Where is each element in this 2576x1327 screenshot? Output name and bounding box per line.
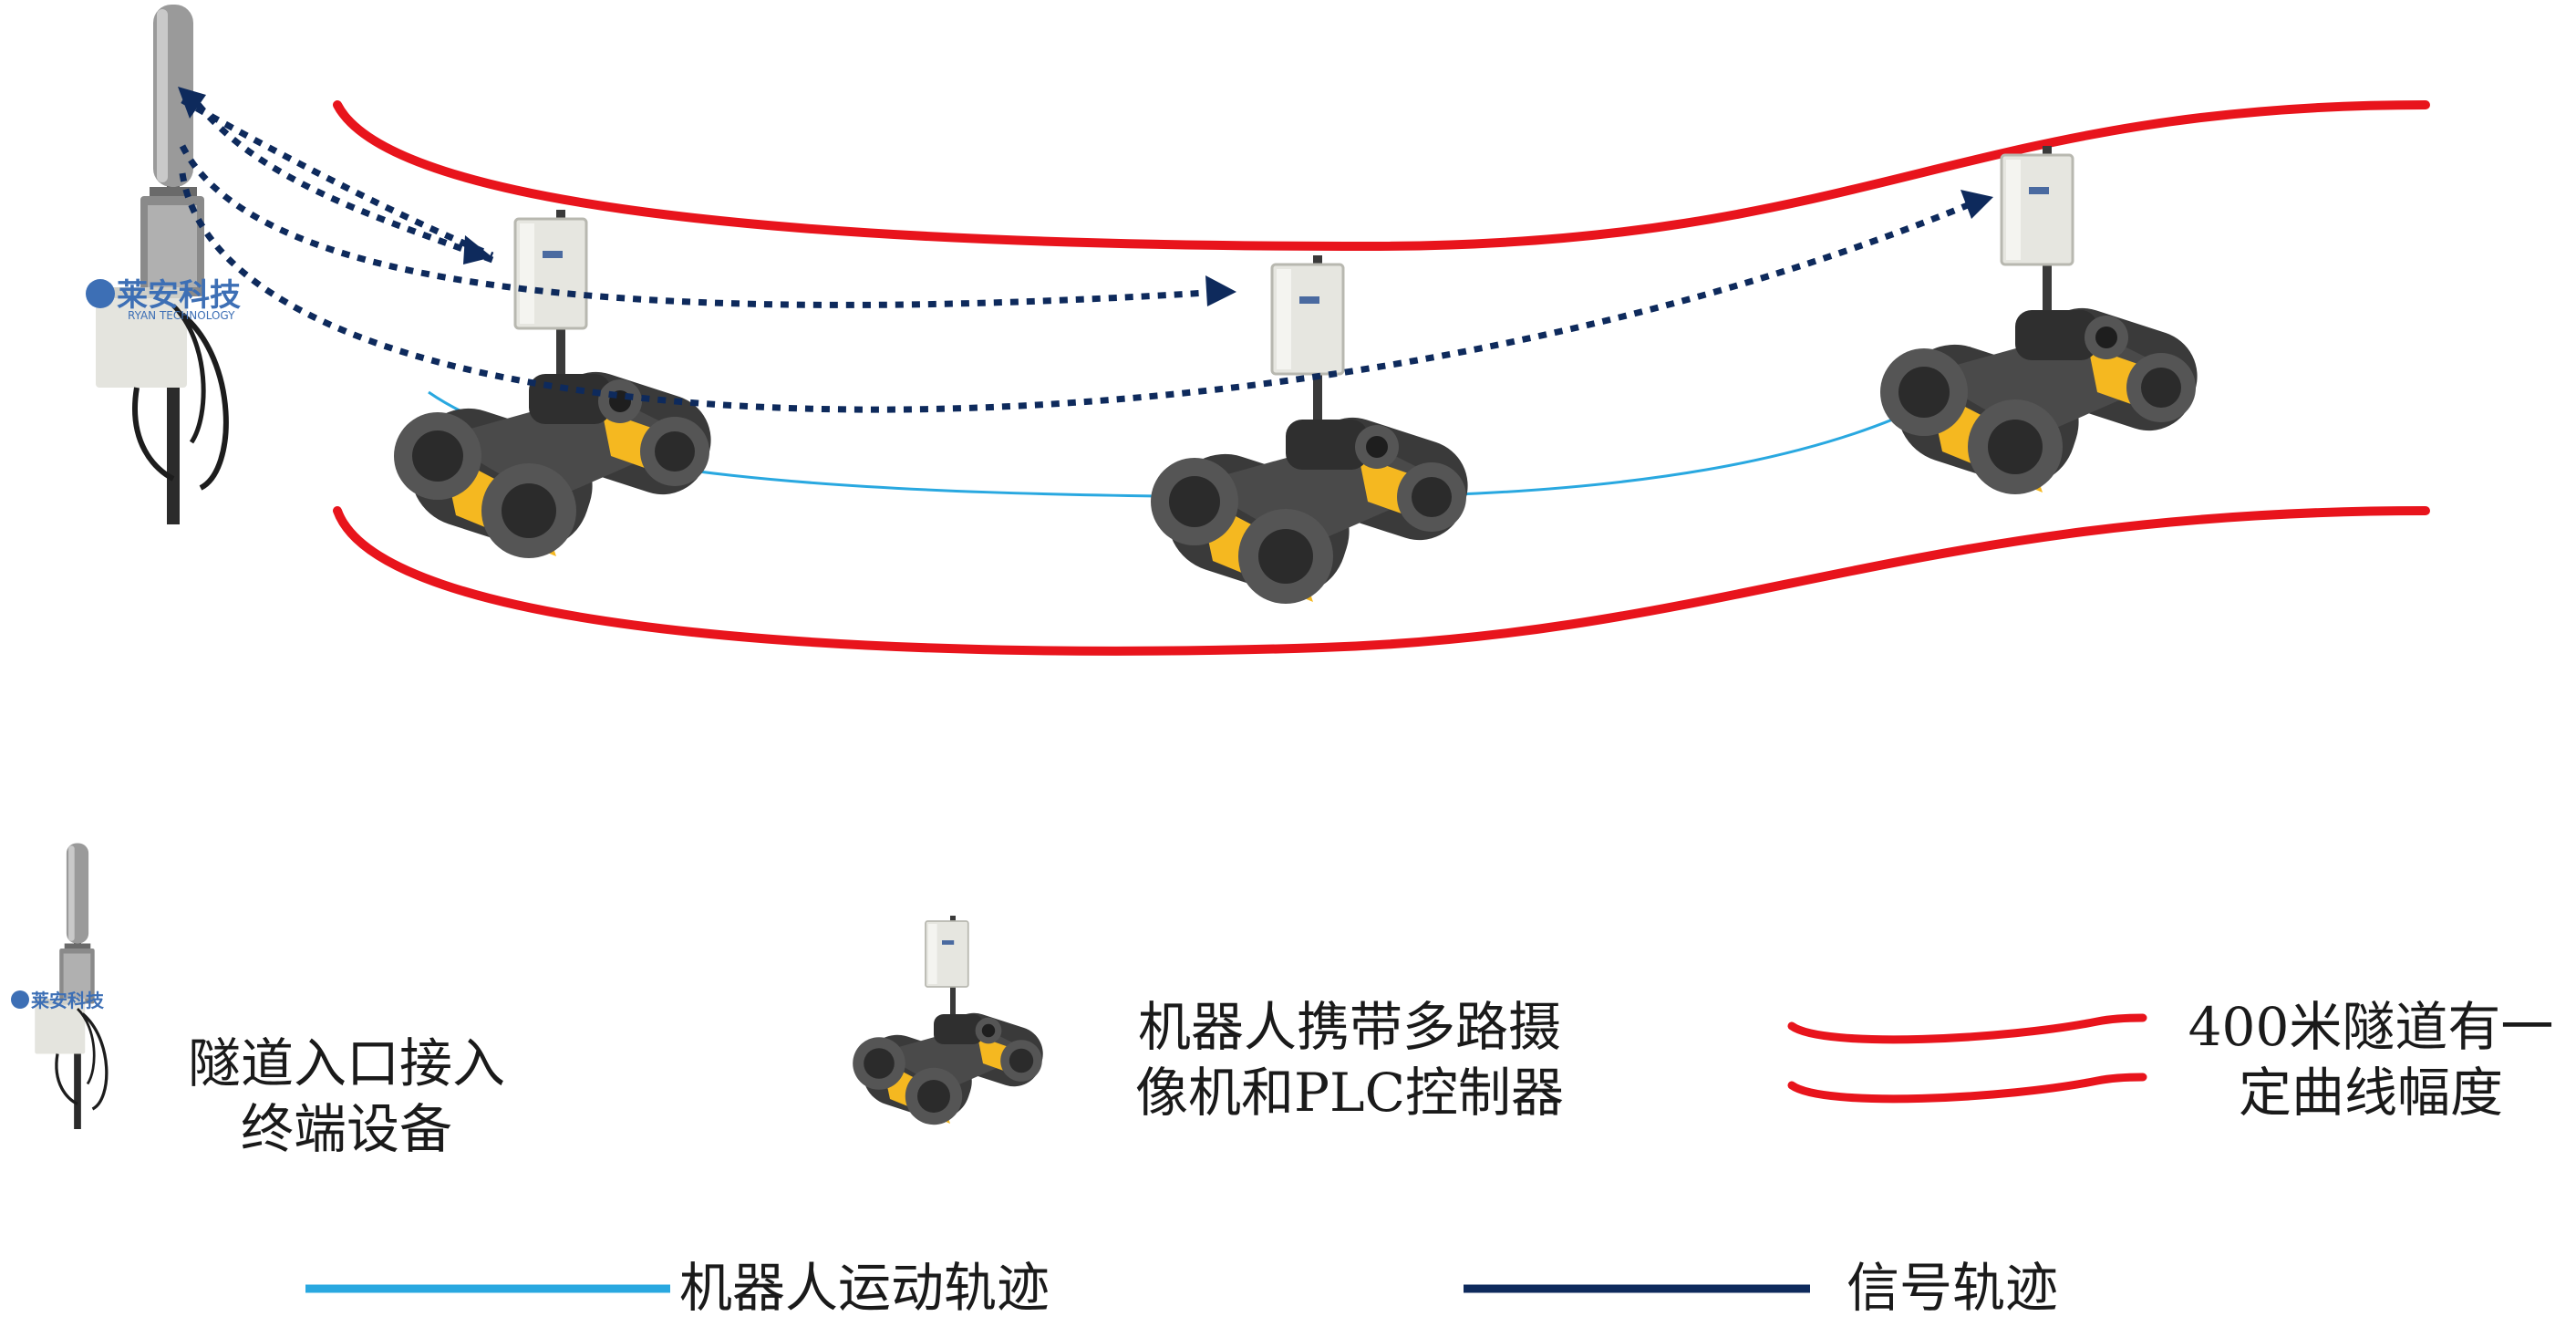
legend-robot-path-label: 机器人运动轨迹 xyxy=(679,1257,1050,1319)
signal-path-3 xyxy=(179,172,1981,413)
svg-text:莱安科技: 莱安科技 xyxy=(117,277,241,314)
arrowhead-icon xyxy=(178,87,206,119)
svg-text:RYAN TECHNOLOGY: RYAN TECHNOLOGY xyxy=(128,309,235,322)
tracked-robot-icon xyxy=(392,208,725,565)
legend-terminal-line1: 隧道入口接入 xyxy=(187,1032,505,1094)
legend-tunnel-wall-1 xyxy=(1787,1013,2147,1044)
legend-tunnel-line1: 400米隧道有一 xyxy=(2188,996,2554,1058)
legend-robot-line1: 机器人携带多路摄 xyxy=(1137,996,1561,1058)
tunnel-wall-lower xyxy=(333,506,2430,656)
arrowhead-icon xyxy=(463,235,492,264)
tunnel-wall-upper xyxy=(333,100,2430,252)
arrowhead-icon xyxy=(1205,275,1236,306)
legend-terminal-label: 隧道入口接入 终端设备 xyxy=(155,1031,538,1162)
tracked-robot-icon xyxy=(1149,254,1482,611)
legend-logo: 莱安科技 xyxy=(11,990,105,1011)
signal-arrowheads xyxy=(178,87,1993,306)
signal-path-1 xyxy=(181,97,494,259)
legend-robot-line2: 像机和PLC控制器 xyxy=(1135,1062,1564,1124)
legend-tunnel-label: 400米隧道有一 定曲线幅度 xyxy=(2179,994,2562,1125)
antenna-mast-icon xyxy=(96,5,226,524)
signal-paths xyxy=(179,93,1981,413)
legend-tunnel-line2: 定曲线幅度 xyxy=(2238,1062,2503,1124)
legend-robot-label: 机器人携带多路摄 像机和PLC控制器 xyxy=(1094,994,1605,1125)
legend-signal-path-label: 信号轨迹 xyxy=(1847,1257,2059,1319)
legend-terminal-line2: 终端设备 xyxy=(240,1098,452,1160)
legend-robot-icon xyxy=(852,915,1051,1129)
svg-text:莱安科技: 莱安科技 xyxy=(31,990,105,1011)
signal-path-2 xyxy=(179,144,1223,308)
arrowhead-icon xyxy=(1960,190,1993,219)
company-logo: 莱安科技 RYAN TECHNOLOGY xyxy=(86,277,241,322)
legend-terminal-icon xyxy=(33,841,109,1131)
tracked-robot-icon xyxy=(1878,144,2211,502)
legend-tunnel-wall-2 xyxy=(1787,1073,2147,1104)
